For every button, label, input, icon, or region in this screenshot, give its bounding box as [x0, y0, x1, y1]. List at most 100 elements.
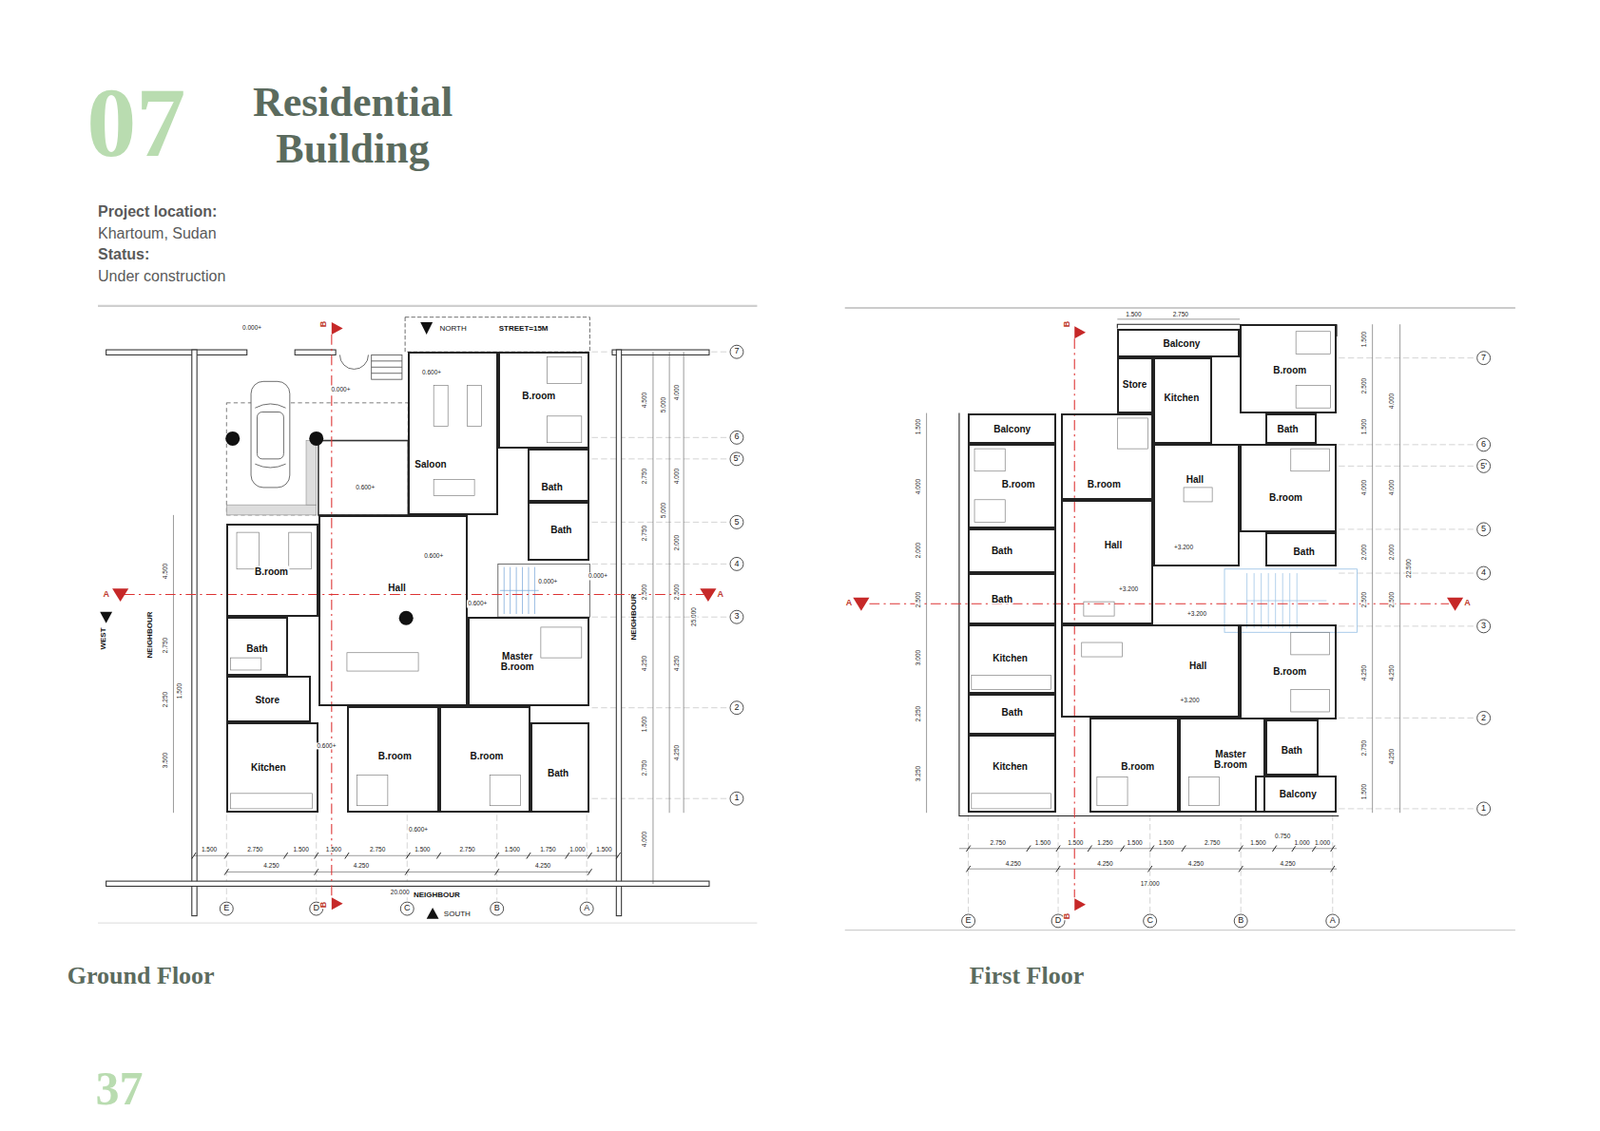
dimension: 25.000	[690, 606, 697, 628]
dimension: 2.750	[458, 847, 476, 854]
dimension: 2.000	[673, 534, 680, 552]
dimension: 1.750	[539, 847, 557, 854]
plan-note: STREET=15M	[498, 324, 550, 333]
room-box: B.room	[967, 443, 1057, 529]
room-box: Bath	[1265, 719, 1319, 776]
dimension: 1.500	[175, 682, 183, 700]
grid-bubble: B	[494, 904, 501, 914]
dimension: 1.500	[1157, 839, 1176, 847]
grid-bubble: 5'	[1480, 462, 1487, 472]
level-mark: 0.000+	[537, 578, 559, 585]
dimension: 2.750	[641, 524, 649, 542]
dimension: 1.000	[568, 847, 586, 854]
dimension: 3.000	[914, 649, 922, 667]
room-name: Saloon	[413, 459, 447, 470]
dimension: 1.500	[1125, 839, 1143, 847]
page-number: 37	[96, 1064, 144, 1113]
room-box: Hall	[1153, 443, 1240, 567]
grid-bubble: B	[1237, 916, 1244, 926]
level-mark: 0.600+	[354, 483, 376, 491]
level-mark: +3.200	[1118, 586, 1139, 594]
room-box: Store	[226, 675, 311, 723]
dimension: 4.250	[1387, 664, 1395, 682]
room-box: Hall	[1060, 500, 1154, 625]
section-mark: B	[319, 901, 329, 910]
room-name: Balcony	[992, 423, 1032, 434]
room-name: B.room	[1001, 478, 1037, 489]
dimension: 4.250	[262, 863, 280, 870]
dimension: 20.000	[389, 889, 411, 897]
room-box: Kitchen	[1153, 357, 1213, 444]
dimension: 2.500	[1387, 591, 1395, 609]
dimension: 2.750	[641, 759, 649, 777]
level-mark: 0.600+	[466, 600, 488, 608]
room-box: Saloon	[407, 351, 498, 516]
grid-bubble: 2	[733, 703, 739, 714]
room-box: Master B.room	[1178, 717, 1266, 814]
dimension: 4.250	[534, 863, 552, 870]
level-mark: 0.600+	[315, 742, 337, 750]
level-mark: 0.600+	[423, 552, 444, 560]
room-name: Kitchen	[250, 762, 288, 773]
plan-note: NEIGHBOUR	[145, 610, 155, 659]
dimension: 1.500	[914, 418, 922, 436]
room-box: B.room	[346, 706, 440, 814]
room-box: Balcony	[1117, 328, 1240, 358]
room-name: Hall	[386, 582, 406, 594]
dimension: 2.500	[673, 582, 680, 600]
level-mark: 0.000+	[587, 573, 609, 580]
room-name: Hall	[1103, 539, 1123, 551]
grid-bubble: A	[1330, 916, 1336, 926]
room-box: Store	[1117, 357, 1154, 414]
grid-bubble: 3	[1481, 621, 1486, 632]
room-name: B.room	[377, 751, 413, 762]
dimension: 2.750	[1172, 310, 1190, 318]
dimension: 4.250	[673, 744, 680, 762]
room-box: Bath	[527, 501, 590, 561]
grid-bubble: 1	[733, 793, 739, 804]
grid-bubble: 1	[1481, 804, 1486, 814]
dimension: 2.750	[1203, 839, 1221, 847]
dimension: 2.750	[161, 636, 169, 655]
room-name: Bath	[245, 642, 269, 654]
room-box: B.room	[226, 523, 319, 618]
room-box: Balcony	[967, 413, 1057, 444]
level-mark: 0.000+	[329, 385, 351, 393]
room-name: B.room	[468, 751, 504, 762]
dimension: 4.000	[1360, 479, 1368, 497]
grid-bubble: 2	[1481, 713, 1486, 724]
dimension: 1.000	[1292, 839, 1311, 847]
page-title: Residential Building	[217, 78, 488, 173]
level-mark: 0.000+	[241, 324, 263, 331]
room-box: B.room	[498, 351, 591, 449]
room-name: Bath	[1292, 545, 1316, 557]
room-box: Kitchen	[226, 722, 319, 814]
dimension: 2.500	[641, 582, 649, 600]
room-name: Hall	[1185, 474, 1205, 485]
grid-bubble: 7	[1481, 353, 1486, 364]
plan-caption: Ground Floor	[67, 963, 215, 991]
grid-bubble: 5	[1481, 524, 1486, 535]
section-mark: B	[319, 320, 329, 329]
dimension: 2.500	[1360, 591, 1368, 609]
room-box: Hall	[318, 515, 468, 707]
grid-bubble: C	[1146, 916, 1154, 926]
dimension: 2.000	[1387, 543, 1395, 561]
room-box: Bath	[967, 528, 1057, 574]
section-mark: B	[1062, 320, 1073, 329]
dimension: 17.000	[1139, 880, 1161, 887]
dimension: 1.500	[1066, 839, 1084, 847]
dimension: 4.000	[914, 478, 922, 496]
dimension: 4.250	[1360, 664, 1368, 682]
dimension: 1.500	[291, 847, 309, 854]
room-box: Bath	[1265, 532, 1337, 566]
dimension: 0.750	[1273, 833, 1292, 841]
dimension: 3.250	[914, 764, 922, 782]
dimension: 2.750	[989, 839, 1007, 847]
room-box: B.room	[1089, 717, 1178, 814]
grid-bubble: D	[312, 904, 320, 914]
dimension: 4.000	[1387, 479, 1395, 497]
dimension: 1.500	[641, 715, 649, 733]
room-box: B.room	[1060, 413, 1154, 501]
plan-note: SOUTH	[443, 909, 472, 919]
